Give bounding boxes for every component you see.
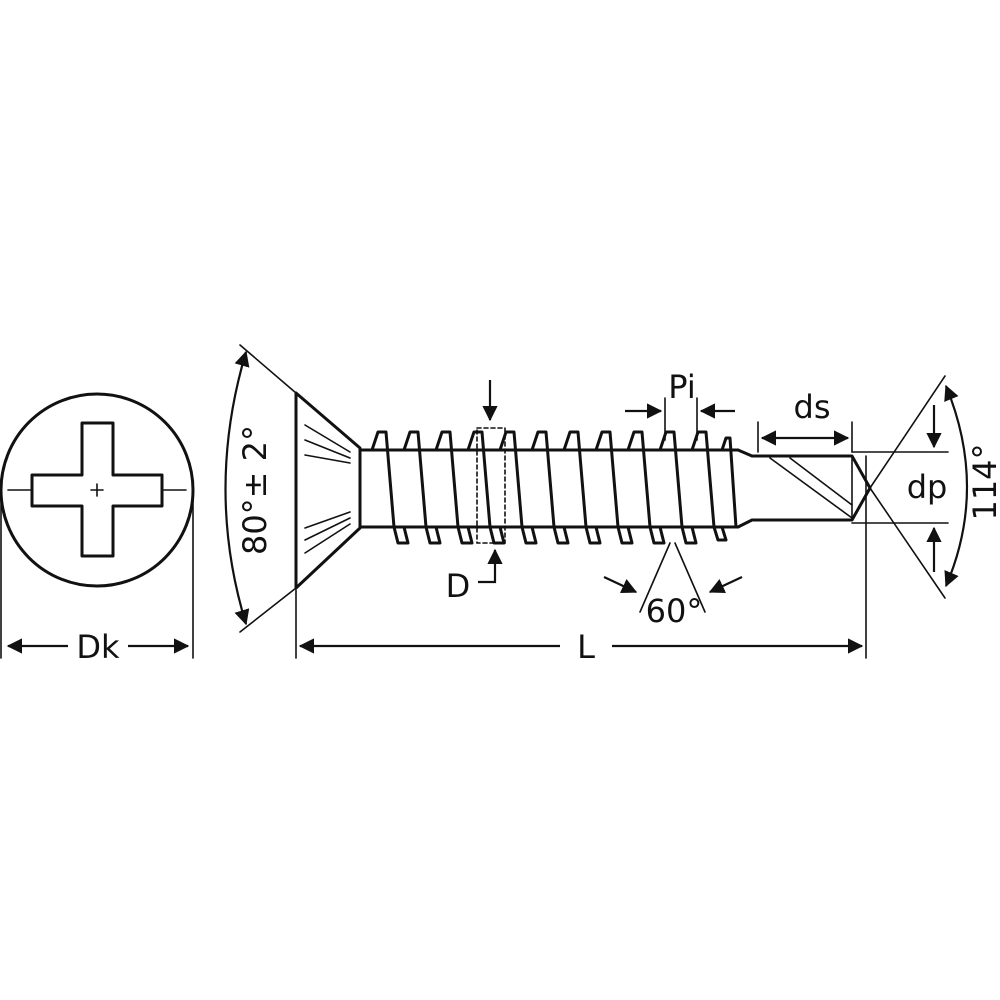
screw-side-view xyxy=(294,391,872,590)
d-dimension: D xyxy=(446,380,506,605)
head-angle-label: 80°± 2° xyxy=(236,425,274,555)
ds-dimension: ds xyxy=(757,388,853,453)
d-label: D xyxy=(446,567,471,605)
dp-label: dp xyxy=(907,468,948,506)
dk-dimension: Dk xyxy=(6,628,190,666)
dk-label: Dk xyxy=(76,628,120,666)
screw-threads xyxy=(370,430,738,545)
point-angle-dimension: 114° xyxy=(869,375,1000,599)
pi-label: Pi xyxy=(668,368,695,406)
thread-angle-label: 60° xyxy=(646,592,703,630)
head-angle-dimension: 80°± 2° xyxy=(224,344,297,633)
ds-label: ds xyxy=(794,388,831,426)
screw-head xyxy=(294,391,362,590)
pi-dimension: Pi xyxy=(625,368,735,441)
thread-angle-dimension: 60° xyxy=(603,542,743,630)
l-label: L xyxy=(577,628,595,666)
dp-dimension: dp xyxy=(851,405,949,572)
drill-point xyxy=(736,448,872,529)
point-angle-label: 114° xyxy=(966,443,1000,520)
head-top-view xyxy=(0,392,195,659)
l-dimension: L xyxy=(295,455,867,666)
phillips-recess-icon xyxy=(30,421,164,558)
